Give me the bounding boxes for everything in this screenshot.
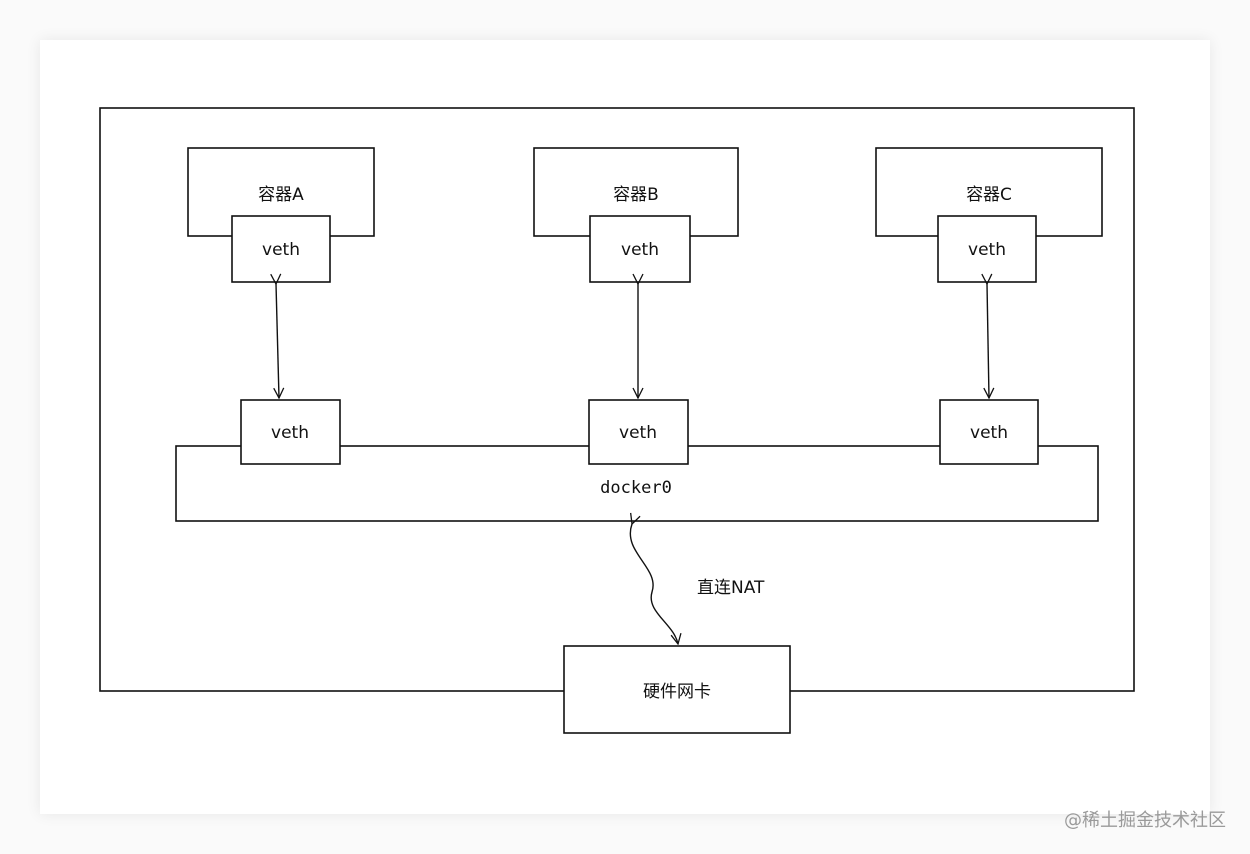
bridge-veth-b-label: veth xyxy=(619,423,657,443)
hardware-nic-label: 硬件网卡 xyxy=(643,682,711,702)
container-c: 容器C veth xyxy=(875,147,1103,283)
nat-label: 直连NAT xyxy=(697,578,765,598)
container-b: 容器B veth xyxy=(533,147,739,283)
hardware-nic-box xyxy=(563,645,791,734)
container-c-veth-label: veth xyxy=(968,240,1006,260)
container-a-veth-label: veth xyxy=(262,240,300,260)
watermark: @稀土掘金技术社区 xyxy=(1064,810,1226,831)
nat-wavy-arrow xyxy=(629,524,678,644)
bridge-veth-a-label: veth xyxy=(271,423,309,443)
container-a-veth-box xyxy=(231,215,331,283)
container-b-veth-label: veth xyxy=(621,240,659,260)
bridge-veth-c-label: veth xyxy=(970,423,1008,443)
bridge-veth-c-box xyxy=(939,399,1039,465)
veth-pair-arrow-c xyxy=(987,284,989,398)
bridge-veth-b-box xyxy=(588,399,689,465)
bridge-veth-a-box xyxy=(240,399,341,465)
container-b-label: 容器B xyxy=(613,185,659,205)
veth-pair-arrow-a xyxy=(276,284,279,398)
container-a: 容器A veth xyxy=(187,147,375,283)
container-a-label: 容器A xyxy=(258,185,304,205)
docker0-label: docker0 xyxy=(600,478,672,498)
container-c-label: 容器C xyxy=(966,185,1012,205)
